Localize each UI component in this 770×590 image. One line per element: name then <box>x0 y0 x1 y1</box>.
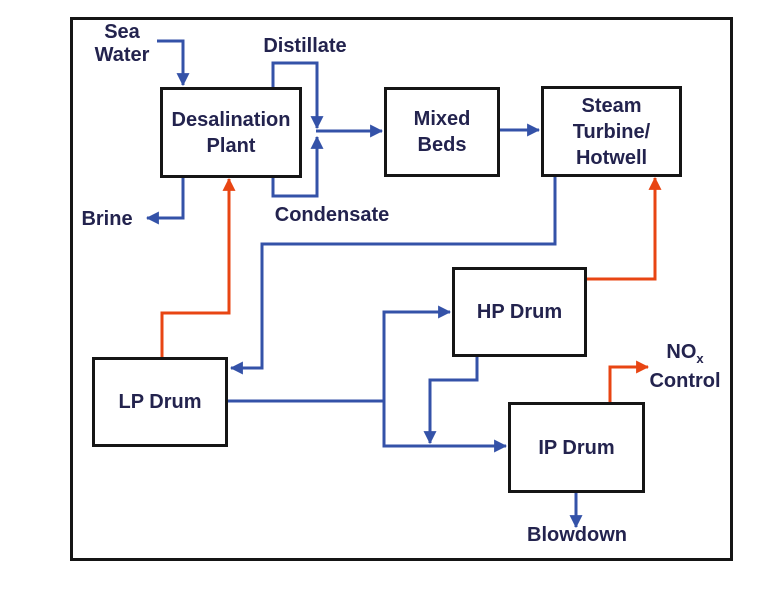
sea-water-label: Sea Water <box>87 21 157 67</box>
hp-drum-box: HP Drum <box>452 267 587 357</box>
nox-subscript: x <box>696 351 704 366</box>
steam-turbine-label-line2: Turbine/ <box>572 120 651 143</box>
distillate-loop-line <box>271 61 324 130</box>
diagram-border <box>70 17 733 561</box>
condensate-label: Condensate <box>274 204 390 226</box>
blowdown-label: Blowdown <box>527 524 627 546</box>
nox-control-label-line2: Control <box>649 370 721 392</box>
steam-turbine-label-line1: Steam <box>581 94 642 117</box>
steam-turbine-hotwell-box: Steam Turbine/ Hotwell <box>541 86 682 177</box>
lp-to-ip-drum-line <box>382 401 508 453</box>
nox-control-label: NOx Control <box>642 338 728 396</box>
nox-control-label-line1: NOx <box>666 341 704 366</box>
desalination-plant-box: Desalination Plant <box>160 87 302 178</box>
lp-steam-to-desalination-line <box>160 177 236 357</box>
mixed-beds-label-line2: Beds <box>417 134 467 156</box>
mixed-beds-box: Mixed Beds <box>384 87 500 177</box>
hp-to-ip-cascade-line <box>423 357 479 445</box>
condensate-loop-line <box>271 135 324 198</box>
lp-to-hp-drum-line <box>382 305 452 401</box>
lp-drum-label: LP Drum <box>118 391 202 413</box>
mixed-beds-label-line1: Mixed <box>413 108 471 130</box>
desalination-plant-label-line1: Desalination <box>171 108 291 131</box>
ip-steam-to-nox-line <box>608 360 650 402</box>
steam-turbine-label-line3: Hotwell <box>575 146 648 169</box>
ip-drum-box: IP Drum <box>508 402 645 493</box>
sea-water-label-line1: Sea <box>104 21 140 43</box>
hp-drum-label: HP Drum <box>476 301 563 323</box>
hotwell-to-lp-drum-line <box>229 177 557 375</box>
brine-flow-line <box>145 176 185 225</box>
ip-drum-label: IP Drum <box>538 436 615 459</box>
brine-label: Brine <box>81 208 133 230</box>
sea-water-label-line2: Water <box>94 44 150 66</box>
seawater-flow-line <box>157 39 190 87</box>
distillate-label: Distillate <box>263 35 347 57</box>
hp-steam-to-turbine-line <box>587 176 662 281</box>
desalination-plant-label-line2: Plant <box>206 134 256 157</box>
lp-drum-box: LP Drum <box>92 357 228 447</box>
